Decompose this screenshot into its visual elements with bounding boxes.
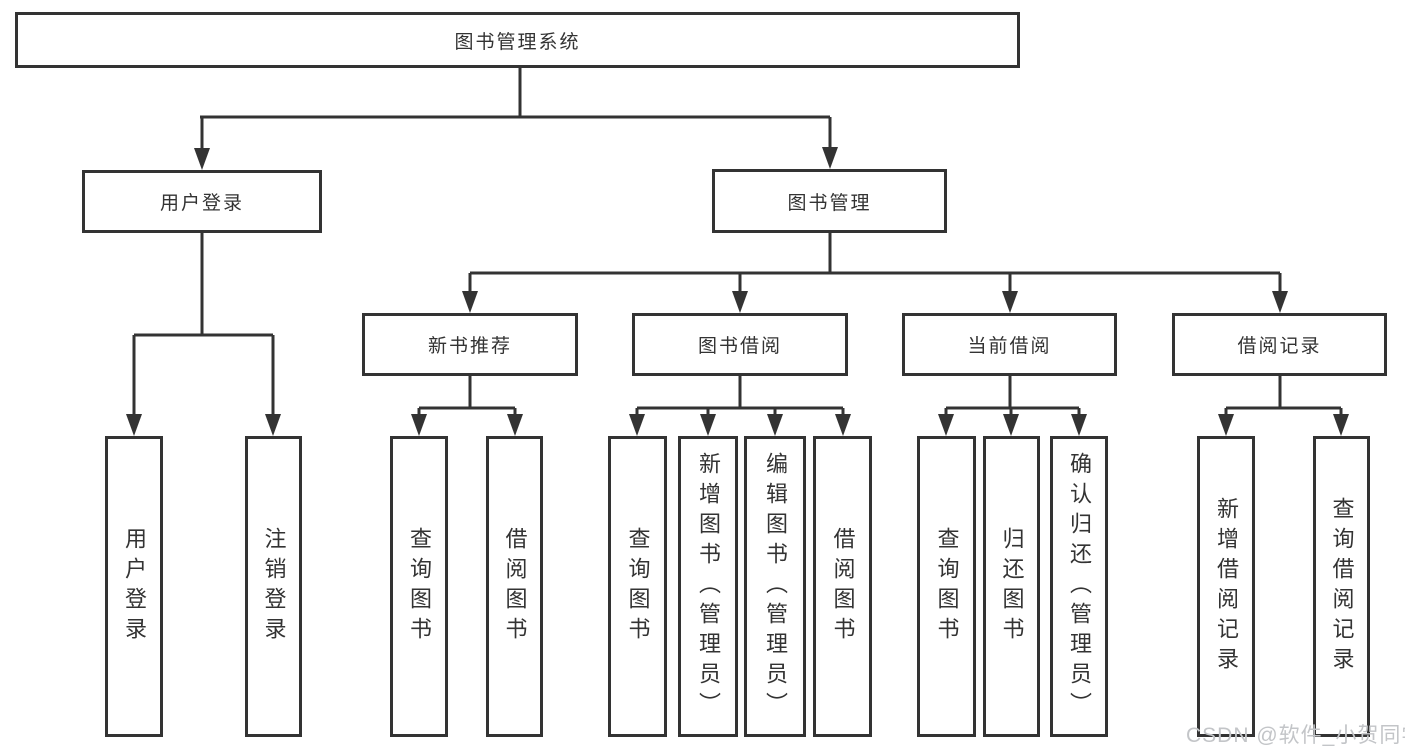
leaf-query-book-recommend: 查询图书: [390, 436, 448, 737]
node-root: 图书管理系统: [15, 12, 1020, 68]
leaf-add-book-admin-label: 新增图书（管理员）: [696, 451, 721, 722]
leaf-borrow-book-recommend: 借阅图书: [486, 436, 543, 737]
node-book-management-label: 图书管理: [787, 192, 872, 214]
leaf-borrow-book: 借阅图书: [813, 436, 872, 737]
leaf-query-book-recommend-label: 查询图书: [407, 526, 432, 647]
node-new-book-recommend-label: 新书推荐: [427, 336, 512, 357]
leaf-query-borrow-record: 查询借阅记录: [1313, 436, 1370, 737]
node-borrow-records-label: 借阅记录: [1237, 336, 1322, 357]
leaf-borrow-book-label: 借阅图书: [830, 526, 856, 647]
node-book-borrowing-label: 图书借阅: [697, 336, 782, 357]
node-root-label: 图书管理系统: [454, 31, 581, 53]
node-book-management: 图书管理: [712, 169, 947, 233]
node-new-book-recommend: 新书推荐: [362, 313, 578, 376]
leaf-logout-label: 注销登录: [261, 526, 287, 647]
leaf-user-login-label: 用户登录: [122, 526, 147, 647]
node-user-login-label: 用户登录: [159, 193, 244, 214]
node-book-borrowing: 图书借阅: [632, 313, 848, 376]
leaf-query-book-borrowing-label: 查询图书: [625, 526, 651, 647]
leaf-confirm-return-admin-label: 确认归还（管理员）: [1067, 451, 1092, 722]
leaf-user-login: 用户登录: [105, 436, 163, 737]
leaf-query-book-current-label: 查询图书: [934, 526, 960, 647]
node-borrow-records: 借阅记录: [1172, 313, 1387, 376]
leaf-query-book-borrowing: 查询图书: [608, 436, 667, 737]
leaf-add-borrow-record: 新增借阅记录: [1197, 436, 1255, 737]
leaf-return-book-label: 归还图书: [999, 526, 1025, 647]
leaf-query-book-current: 查询图书: [917, 436, 976, 737]
arrowheads: [126, 147, 1349, 436]
node-current-borrowing: 当前借阅: [902, 313, 1117, 376]
leaf-edit-book-admin-label: 编辑图书（管理员）: [763, 451, 788, 722]
node-user-login: 用户登录: [82, 170, 322, 233]
node-current-borrowing-label: 当前借阅: [967, 336, 1052, 357]
leaf-borrow-book-recommend-label: 借阅图书: [502, 526, 528, 647]
leaf-logout: 注销登录: [245, 436, 302, 737]
leaf-add-borrow-record-label: 新增借阅记录: [1214, 496, 1239, 677]
leaf-edit-book-admin: 编辑图书（管理员）: [744, 436, 806, 737]
leaf-confirm-return-admin: 确认归还（管理员）: [1050, 436, 1108, 737]
leaf-add-book-admin: 新增图书（管理员）: [678, 436, 738, 737]
leaf-return-book: 归还图书: [983, 436, 1040, 737]
leaf-query-borrow-record-label: 查询借阅记录: [1329, 496, 1355, 677]
csdn-watermark: CSDN @软件_小贺同学: [1186, 724, 1405, 747]
